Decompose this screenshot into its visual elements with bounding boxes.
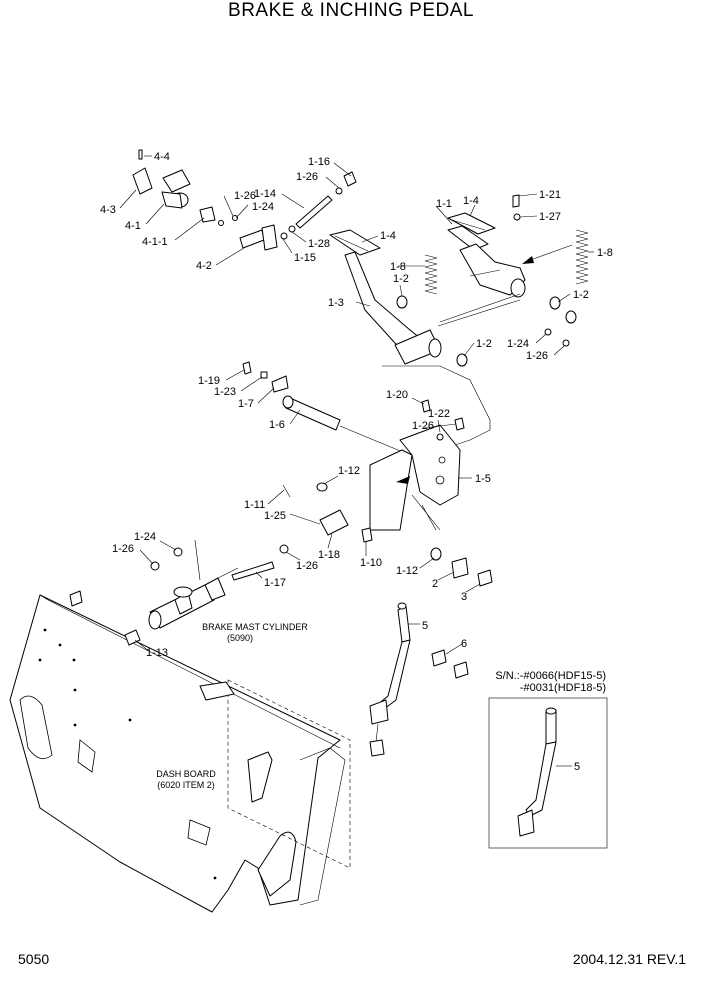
callout-1-2: 1-2 [476, 338, 492, 350]
callout-1-17: 1-17 [264, 577, 286, 589]
callout-1-26: 1-26 [296, 560, 318, 572]
callout-1-18: 1-18 [318, 549, 340, 561]
callout-1-16: 1-16 [308, 156, 330, 168]
dash-board-ref: (6020 ITEM 2) [157, 780, 215, 790]
callout-4-1-1: 4-1-1 [142, 236, 168, 248]
callout-1-14: 1-14 [254, 188, 276, 200]
callout-1-26: 1-26 [296, 171, 318, 183]
callout-1-24: 1-24 [252, 201, 274, 213]
brake-master-cylinder [148, 539, 275, 630]
callout-1-26: 1-26 [412, 420, 434, 432]
callout-1-2: 1-2 [393, 273, 409, 285]
callout-1-25: 1-25 [264, 510, 286, 522]
pedal-assembly [329, 194, 589, 446]
callout-6: 6 [461, 638, 467, 650]
callout-1-13: 1-13 [146, 647, 168, 659]
callout-1-4: 1-4 [463, 195, 479, 207]
callout-1-6: 1-6 [269, 419, 285, 431]
dash-board-panel [9, 590, 351, 913]
callout-1-5: 1-5 [475, 473, 491, 485]
brake-mast-cylinder-ref: (5090) [227, 633, 253, 643]
callout-5: 5 [574, 761, 580, 773]
inching-linkage-parts [132, 149, 357, 251]
callout-1-27: 1-27 [539, 211, 561, 223]
brake-mast-cylinder-label: BRAKE MAST CYLINDER [202, 622, 308, 632]
callout-1-8: 1-8 [597, 247, 613, 259]
callout-1-26: 1-26 [234, 190, 256, 202]
callout-5: 5 [422, 620, 428, 632]
callout-1-10: 1-10 [360, 557, 382, 569]
callout-2: 2 [432, 578, 438, 590]
callout-1-21: 1-21 [539, 189, 561, 201]
callout-1-3: 1-3 [328, 297, 344, 309]
serial-number-inset [488, 697, 608, 849]
callout-1-20: 1-20 [386, 389, 408, 401]
callout-1-11: 1-11 [244, 499, 265, 511]
serial-number-line-2: -#0031(HDF18-5) [520, 682, 606, 694]
callout-1-22: 1-22 [428, 408, 450, 420]
callout-4-2: 4-2 [196, 260, 212, 272]
callout-4-4: 4-4 [154, 151, 170, 163]
callout-1-24: 1-24 [134, 531, 156, 543]
callout-1-8: 1-8 [390, 261, 406, 273]
dash-board-label: DASH BOARD [156, 769, 216, 779]
leader-lines [119, 155, 594, 767]
callout-1-19: 1-19 [198, 375, 220, 387]
callout-1-1: 1-1 [436, 198, 452, 210]
page-number: 5050 [18, 951, 50, 967]
callout-1-2: 1-2 [573, 289, 589, 301]
callout-1-24: 1-24 [507, 338, 529, 350]
pedal-bracket [242, 361, 493, 587]
serial-number-line-1: S/N.:-#0066(HDF15-5) [495, 670, 606, 682]
diagram-notes: BRAKE MAST CYLINDER (5090) DASH BOARD (6… [156, 622, 606, 790]
callout-1-12: 1-12 [396, 565, 418, 577]
callout-1-7: 1-7 [238, 398, 254, 410]
page-title: BRAKE & INCHING PEDAL [228, 0, 474, 21]
callout-1-12: 1-12 [338, 465, 360, 477]
callout-1-15: 1-15 [294, 252, 316, 264]
callout-labels: 4-4 4-3 4-1 4-1-1 4-2 1-26 1-24 1-28 1-1… [100, 151, 613, 773]
callout-1-28: 1-28 [308, 238, 330, 250]
callout-4-3: 4-3 [100, 204, 116, 216]
callout-1-26: 1-26 [112, 543, 134, 555]
callout-3: 3 [461, 591, 467, 603]
callout-1-23: 1-23 [214, 386, 236, 398]
callout-1-4: 1-4 [380, 230, 396, 242]
callout-4-1: 4-1 [125, 220, 141, 232]
revision-date: 2004.12.31 REV.1 [572, 951, 686, 967]
lever-assembly [369, 602, 469, 757]
callout-1-26: 1-26 [526, 350, 548, 362]
